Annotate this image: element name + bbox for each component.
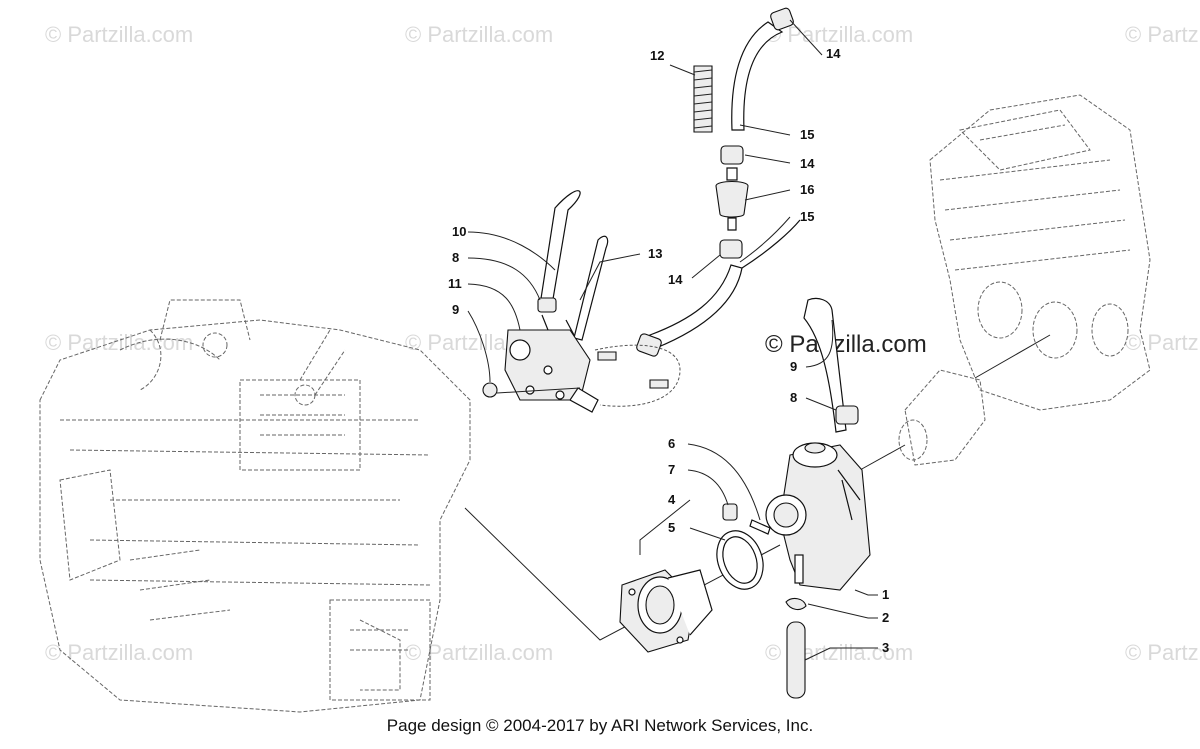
callout-leaders (467, 19, 878, 661)
callout-number: 14 (826, 46, 841, 61)
callout-number: 14 (800, 156, 815, 171)
carburetor-assembly (751, 297, 871, 699)
engine-to-carb-line (464, 507, 781, 641)
watermark-layer: © Partzilla.com © Partzilla.com © Partzi… (45, 22, 1200, 665)
watermark: © Partzilla.com (1125, 330, 1200, 355)
callout-number: 8 (452, 250, 459, 265)
clamp-assembly (716, 503, 771, 590)
callout-number: 16 (800, 182, 814, 197)
watermark: © Partzilla.com (1125, 22, 1200, 47)
callout-number: 3 (882, 640, 889, 655)
callout-number: 9 (790, 359, 797, 374)
callout-number: 13 (648, 246, 662, 261)
callout-number: 14 (668, 272, 683, 287)
watermark: © Partzilla.com (405, 640, 553, 665)
airbox-to-boot-line (974, 334, 1051, 379)
fuel-filter-assembly (636, 7, 801, 357)
fuel-pump-assembly (482, 190, 681, 413)
callout-number: 1 (882, 587, 889, 602)
callout-number: 4 (668, 492, 676, 507)
watermark: © Partzilla.com (1125, 640, 1200, 665)
callout-number: 5 (668, 520, 675, 535)
watermark: © Partzilla.com (45, 330, 193, 355)
carb-to-boot-line (859, 444, 906, 471)
intake-flange (619, 569, 713, 653)
watermark: © Partzilla.com (45, 640, 193, 665)
footer-copyright: Page design © 2004-2017 by ARI Network S… (386, 716, 814, 735)
callout-number: 6 (668, 436, 675, 451)
air-box-ghost (929, 94, 1151, 411)
engine-ghost (39, 299, 471, 713)
callout-number: 12 (650, 48, 664, 63)
watermark: © Partzilla.com (405, 22, 553, 47)
callout-number: 10 (452, 224, 466, 239)
watermark: © Partzilla.com (45, 22, 193, 47)
callout-number: 15 (800, 209, 814, 224)
callout-layer: 1 2 3 4 5 6 7 8 9 10 11 8 9 12 13 14 14 … (448, 46, 889, 655)
intake-boot-ghost (898, 369, 986, 466)
watermark-highlight: © Partzilla.com (765, 331, 927, 358)
callout-number: 15 (800, 127, 814, 142)
callout-number: 2 (882, 610, 889, 625)
spring-part (693, 65, 713, 133)
callout-number: 7 (668, 462, 675, 477)
callout-number: 9 (452, 302, 459, 317)
callout-number: 8 (790, 390, 797, 405)
callout-number: 11 (448, 276, 462, 291)
